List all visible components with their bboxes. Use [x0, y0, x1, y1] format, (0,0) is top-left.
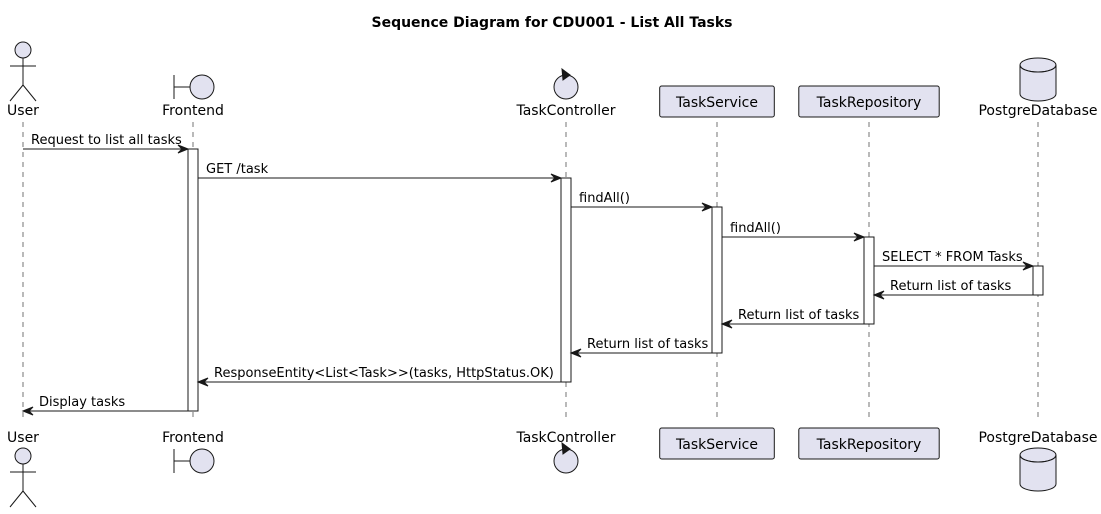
message-1: Request to list all tasks: [23, 133, 190, 154]
boundary-icon: [173, 74, 215, 100]
message-label: ResponseEntity<List<Task>>(tasks, HttpSt…: [214, 366, 554, 381]
actor-icon: [9, 447, 37, 508]
participant-box: [798, 85, 940, 118]
control-icon: [553, 67, 579, 100]
message-label: GET /task: [206, 162, 269, 177]
message-label: Request to list all tasks: [31, 133, 182, 148]
message-10: Display tasks: [21, 395, 188, 416]
participant-user-bottom: User: [7, 430, 39, 508]
participant-label: TaskService: [675, 437, 758, 453]
arrowhead-icon: [701, 202, 714, 212]
message-9: ResponseEntity<List<Task>>(tasks, HttpSt…: [196, 366, 561, 387]
message-6: Return list of tasks: [872, 279, 1033, 300]
participant-label: TaskService: [675, 95, 758, 111]
participant-label: TaskRepository: [816, 437, 922, 453]
message-7: Return list of tasks: [720, 308, 864, 329]
message-5: SELECT * FROM Tasks: [874, 250, 1035, 271]
message-label: Return list of tasks: [587, 337, 709, 352]
database-icon: [1019, 447, 1057, 492]
participant-box: [659, 85, 775, 118]
control-icon: [553, 441, 579, 474]
activation-bar-task-repository: [863, 236, 875, 325]
message-label: findAll(): [730, 221, 781, 236]
participant-label: TaskController: [515, 430, 615, 446]
arrowhead-icon: [853, 232, 866, 242]
boundary-icon: [173, 448, 215, 474]
participant-task-service-top: TaskService: [659, 85, 775, 118]
message-label: Return list of tasks: [738, 308, 860, 323]
activation-bar-task-service: [711, 206, 723, 354]
participant-box: [798, 427, 940, 460]
participant-label: TaskController: [515, 103, 615, 119]
message-label: SELECT * FROM Tasks: [882, 250, 1023, 265]
participant-label: PostgreDatabase: [978, 430, 1097, 446]
message-4: findAll(): [722, 221, 866, 242]
message-label: Return list of tasks: [890, 279, 1012, 294]
participant-task-controller-top: TaskController: [515, 67, 616, 119]
arrowhead-icon: [872, 290, 885, 300]
participant-label: PostgreDatabase: [978, 103, 1097, 119]
participant-postgre-database-bottom: PostgreDatabase: [978, 430, 1098, 492]
message-2: GET /task: [198, 162, 563, 183]
participant-label: User: [7, 103, 39, 119]
participant-postgre-database-top: PostgreDatabase: [978, 57, 1098, 119]
participant-label: TaskRepository: [816, 95, 922, 111]
participant-user-top: User: [7, 41, 39, 119]
activation-bar-frontend: [187, 148, 199, 412]
activation-bar-postgre-database: [1032, 265, 1044, 296]
message-3: findAll(): [571, 191, 714, 212]
participant-frontend-top: Frontend: [162, 74, 224, 119]
arrowhead-icon: [550, 173, 563, 183]
participant-label: Frontend: [162, 430, 224, 446]
database-icon: [1019, 57, 1057, 102]
participant-task-repository-top: TaskRepository: [798, 85, 940, 118]
actor-icon: [9, 41, 37, 102]
participant-task-controller-bottom: TaskController: [515, 430, 616, 474]
participant-task-service-bottom: TaskService: [659, 427, 775, 460]
arrowhead-icon: [177, 144, 190, 154]
participant-label: User: [7, 430, 39, 446]
message-label: Display tasks: [39, 395, 125, 410]
message-8: Return list of tasks: [569, 337, 712, 358]
participant-frontend-bottom: Frontend: [162, 430, 224, 474]
activation-bar-task-controller: [560, 177, 572, 383]
arrowhead-icon: [1022, 261, 1035, 271]
diagram-title: Sequence Diagram for CDU001 - List All T…: [371, 15, 732, 31]
participant-box: [659, 427, 775, 460]
arrowhead-icon: [569, 348, 582, 358]
arrowhead-icon: [21, 406, 34, 416]
message-label: findAll(): [579, 191, 630, 206]
participant-label: Frontend: [162, 103, 224, 119]
participant-task-repository-bottom: TaskRepository: [798, 427, 940, 460]
arrowhead-icon: [720, 319, 733, 329]
arrowhead-icon: [196, 377, 209, 387]
